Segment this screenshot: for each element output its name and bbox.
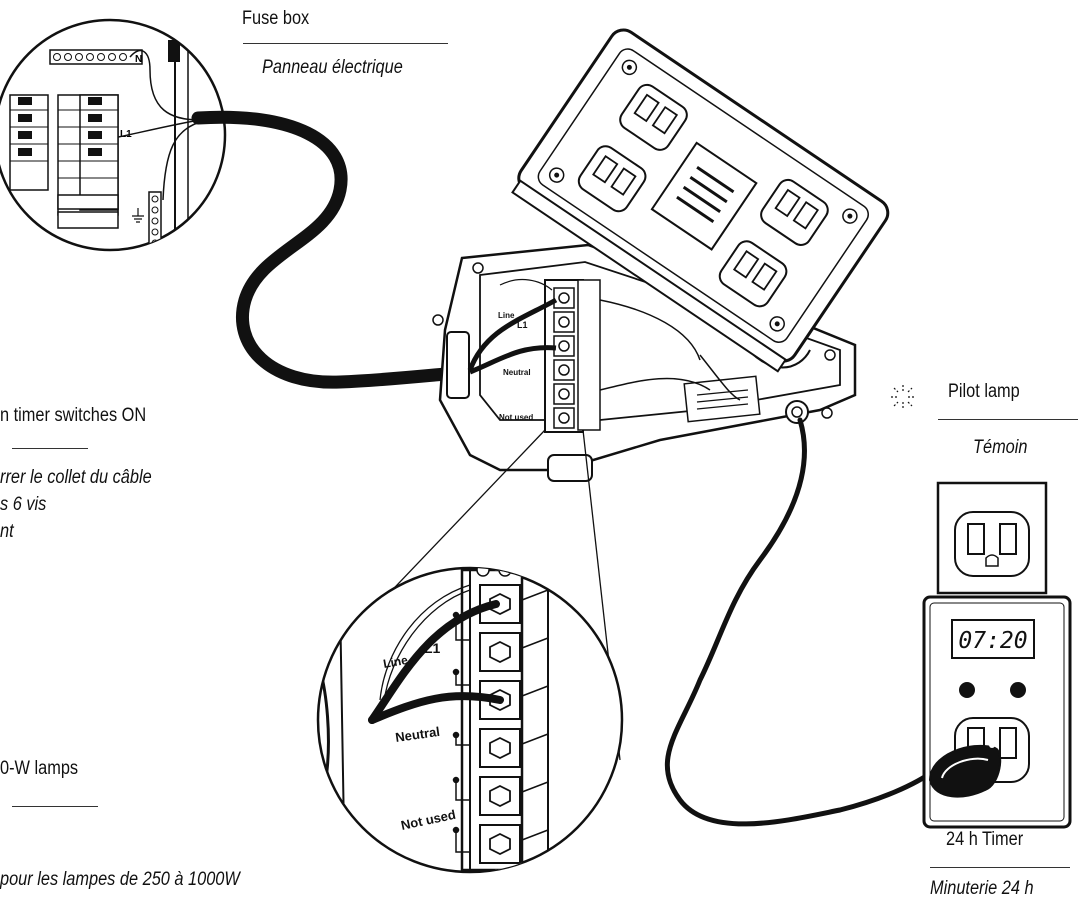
timer-display: 07:20 (958, 628, 1027, 654)
terminal-zoom-magnifier (316, 566, 624, 874)
timer-switch-rule (12, 448, 88, 449)
timer-label: 24 h Timer (946, 829, 1024, 850)
pilot-lamp-label-fr: Témoin (973, 437, 1028, 458)
small-terminal-neutral-label: Neutral (503, 368, 531, 377)
small-terminal-line-label: Line (498, 311, 515, 320)
sparkle-icon (891, 385, 915, 409)
fuse-box-label: Fuse box (242, 8, 310, 29)
fuse-box-magnifier: N (0, 18, 227, 252)
timer-switch-fr-line1: rrer le collet du câble (0, 467, 152, 488)
zoom-terminal-l1-label: L1 (424, 640, 441, 656)
timer-switch-label: n timer switches ON (0, 405, 147, 426)
timer-label-fr: Minuterie 24 h (930, 878, 1034, 899)
zoom-terminal-line-label: Line (382, 653, 409, 671)
main-power-cable (191, 110, 477, 389)
lamps-label: 0-W lamps (0, 758, 79, 779)
fuse-box-label-fr: Panneau électrique (262, 57, 403, 78)
panel-neutral-label: N (135, 54, 142, 65)
timer-button-left[interactable] (959, 682, 975, 698)
pilot-lamp-label: Pilot lamp (948, 381, 1020, 402)
panel-l1-label: L1 (120, 129, 132, 140)
timer-rule (930, 867, 1070, 868)
pilot-lamp-rule (938, 419, 1078, 420)
terminal-screws (553, 287, 575, 429)
small-terminal-l1-label: L1 (517, 320, 528, 330)
zoom-terminal-neutral-label: Neutral (394, 724, 440, 745)
timer-button-right[interactable] (1010, 682, 1026, 698)
fuse-box-rule (243, 43, 448, 44)
lamps-rule (12, 806, 98, 807)
timer-cord (664, 417, 938, 827)
timer-device: 07:20 (922, 481, 1072, 829)
timer-switch-fr-line2: s 6 vis (0, 494, 47, 515)
lamps-label-fr: pour les lampes de 250 à 1000W (0, 869, 240, 890)
timer-switch-fr-line3: nt (0, 521, 14, 542)
receptacle-cover (511, 28, 890, 373)
small-terminal-not-used-label: Not used (499, 413, 533, 422)
ground-icon (132, 208, 144, 223)
